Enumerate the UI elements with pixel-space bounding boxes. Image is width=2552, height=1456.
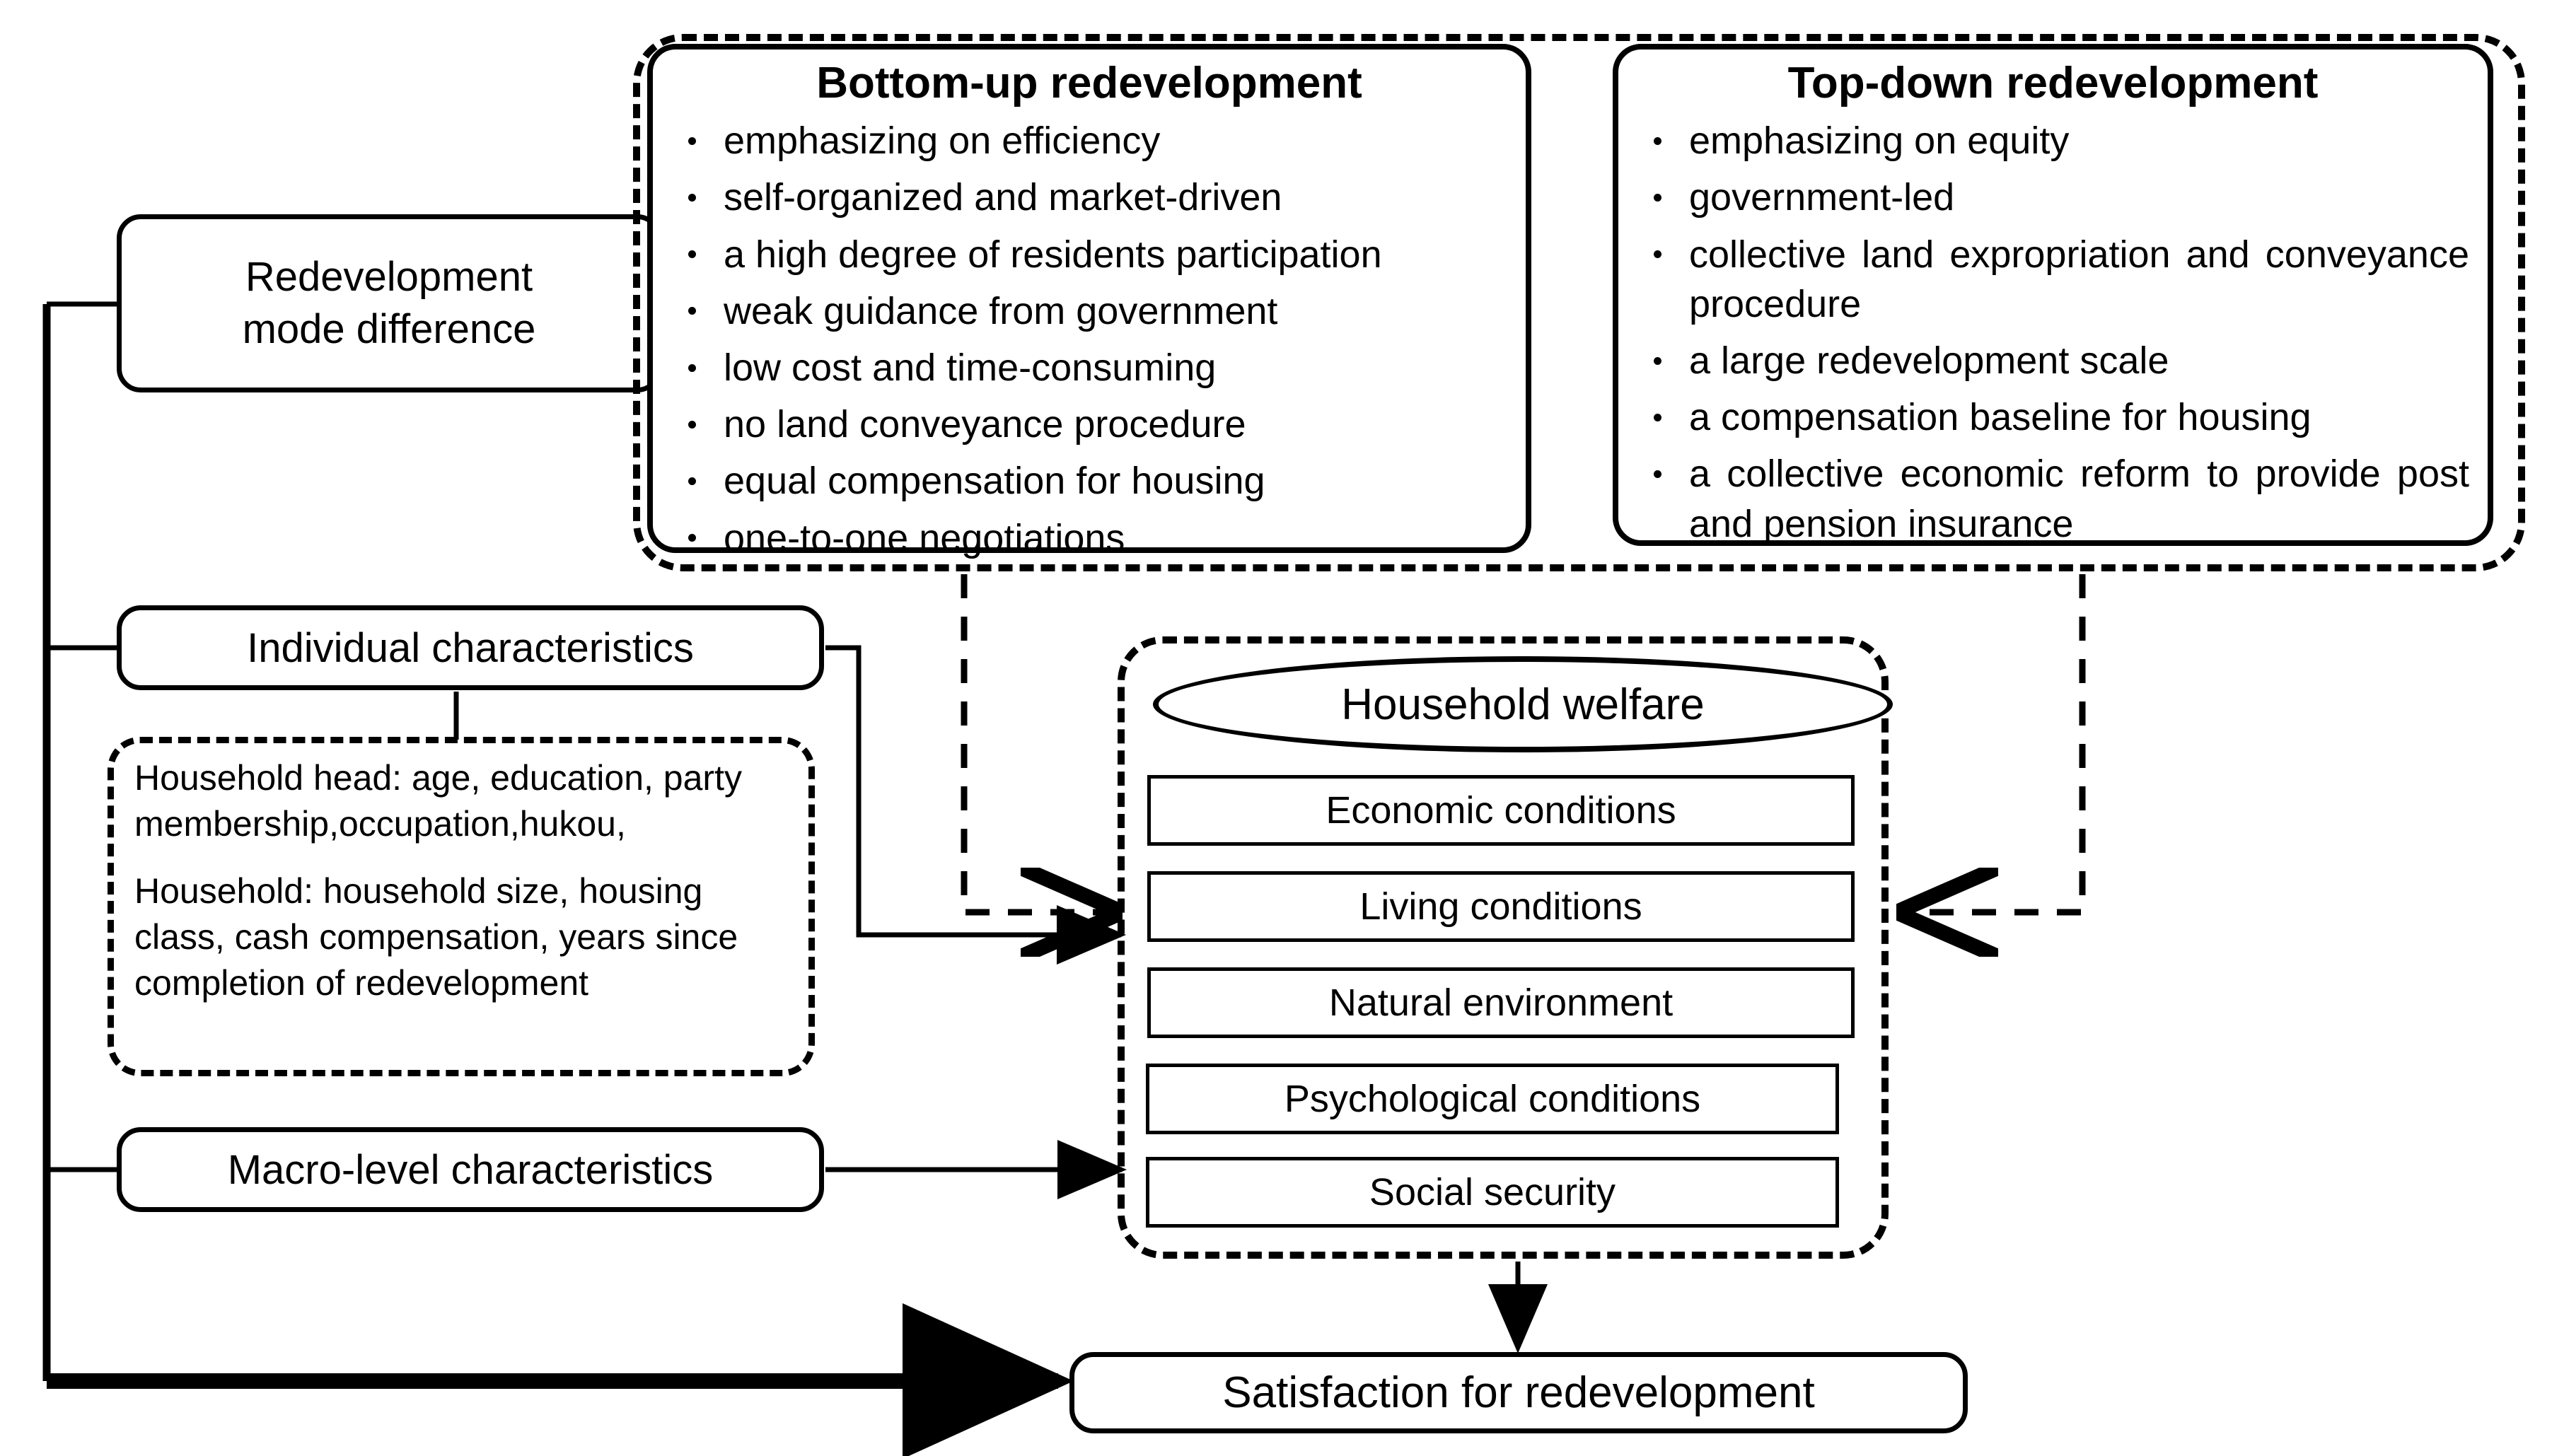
- mode-difference-line-2: mode difference: [242, 306, 536, 352]
- list-item: a large redevelopment scale: [1642, 336, 2469, 385]
- list-item: self-organized and market-driven: [677, 173, 1507, 222]
- welfare-dimension-psychological-conditions[interactable]: Psychological conditions: [1146, 1064, 1839, 1134]
- list-item: no land conveyance procedure: [677, 400, 1507, 449]
- individual-characteristics-label: Individual characteristics: [247, 624, 694, 671]
- list-item: equal compensation for housing: [677, 456, 1507, 506]
- household-welfare-label: Household welfare: [1341, 680, 1705, 729]
- welfare-dimension-social-security[interactable]: Social security: [1146, 1157, 1839, 1228]
- top-down-title: Top-down redevelopment: [1787, 59, 2319, 107]
- list-item: collective land expropriation and convey…: [1642, 230, 2469, 329]
- link-bottomup-to-welfare: [961, 574, 1116, 912]
- bottom-up-title: Bottom-up redevelopment: [816, 59, 1362, 107]
- list-item: government-led: [1642, 173, 2469, 222]
- node-redevelopment-mode-difference[interactable]: Redevelopment mode difference: [117, 214, 661, 392]
- link-topdown-to-welfare: [1903, 574, 2086, 912]
- node-satisfaction-for-redevelopment[interactable]: Satisfaction for redevelopment: [1069, 1352, 1968, 1433]
- list-item: weak guidance from government: [677, 286, 1507, 336]
- household-line: Household: household size, housing class…: [134, 871, 738, 1003]
- satisfaction-label: Satisfaction for redevelopment: [1222, 1368, 1815, 1417]
- link-individual-to-welfare: [825, 645, 1126, 965]
- list-item: a compensation baseline for housing: [1642, 392, 2469, 442]
- bottom-up-bullet-list: emphasizing on efficiency self-organized…: [653, 113, 1526, 577]
- welfare-dimension-label: Living conditions: [1359, 885, 1642, 928]
- list-item: low cost and time-consuming: [677, 343, 1507, 392]
- welfare-dimension-label: Natural environment: [1328, 982, 1674, 1024]
- card-top-down-redevelopment[interactable]: Top-down redevelopment emphasizing on eq…: [1613, 44, 2493, 546]
- welfare-dimension-economic-conditions[interactable]: Economic conditions: [1147, 775, 1855, 846]
- macro-characteristics-label: Macro-level characteristics: [227, 1146, 714, 1193]
- household-welfare-title: Household welfare: [1153, 656, 1893, 752]
- list-item: one-to-one negotiations: [677, 513, 1507, 563]
- welfare-dimension-label: Psychological conditions: [1284, 1078, 1701, 1120]
- list-item: emphasizing on efficiency: [677, 116, 1507, 165]
- redevelopment-modes-container: [633, 34, 2525, 571]
- welfare-dimension-natural-environment[interactable]: Natural environment: [1147, 967, 1855, 1038]
- list-item: emphasizing on equity: [1642, 116, 2469, 165]
- top-down-bullet-list: emphasizing on equity government-led col…: [1618, 113, 2488, 563]
- welfare-dimension-living-conditions[interactable]: Living conditions: [1147, 871, 1855, 942]
- welfare-dimension-label: Social security: [1369, 1171, 1616, 1213]
- household-details-text: Household head: age, education, party me…: [134, 755, 799, 1006]
- node-macro-level-characteristics[interactable]: Macro-level characteristics: [117, 1127, 824, 1212]
- list-item: a collective economic reform to provide …: [1642, 449, 2469, 548]
- household-welfare-container: [1118, 636, 1889, 1259]
- node-individual-characteristics[interactable]: Individual characteristics: [117, 605, 824, 690]
- list-item: a high degree of residents participation: [677, 230, 1507, 279]
- card-bottom-up-redevelopment[interactable]: Bottom-up redevelopment emphasizing on e…: [647, 44, 1531, 559]
- welfare-dimension-label: Economic conditions: [1326, 789, 1676, 832]
- mode-difference-line-1: Redevelopment: [245, 253, 533, 300]
- household-details-container: [108, 737, 815, 1076]
- household-head-line: Household head: age, education, party me…: [134, 758, 742, 844]
